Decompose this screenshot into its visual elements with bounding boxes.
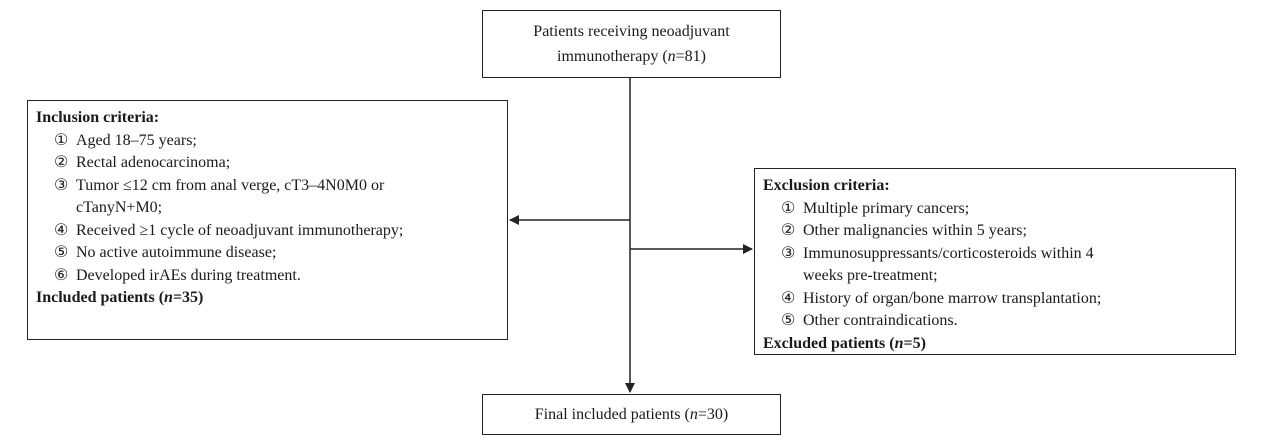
n-label: n	[667, 48, 676, 65]
excluded-patients-count: Excluded patients (n=5)	[763, 334, 926, 352]
source-line-1: Patients receiving neoadjuvant	[533, 23, 730, 40]
source-line-2: immunotherapy (n=81)	[557, 48, 706, 65]
list-item-continuation: weeks pre-treatment;	[803, 267, 938, 284]
n-label: n	[689, 406, 698, 423]
inclusion-header: Inclusion criteria:	[36, 109, 160, 126]
included-patients-count: Included patients (n=35)	[36, 289, 204, 306]
exclusion-header: Exclusion criteria:	[763, 177, 890, 194]
list-item-continuation: cTanyN+M0;	[76, 199, 163, 216]
source-patients-box: Patients receiving neoadjuvant immunothe…	[482, 10, 781, 78]
final-patients-box: Final included patients (n=30)	[482, 394, 781, 435]
